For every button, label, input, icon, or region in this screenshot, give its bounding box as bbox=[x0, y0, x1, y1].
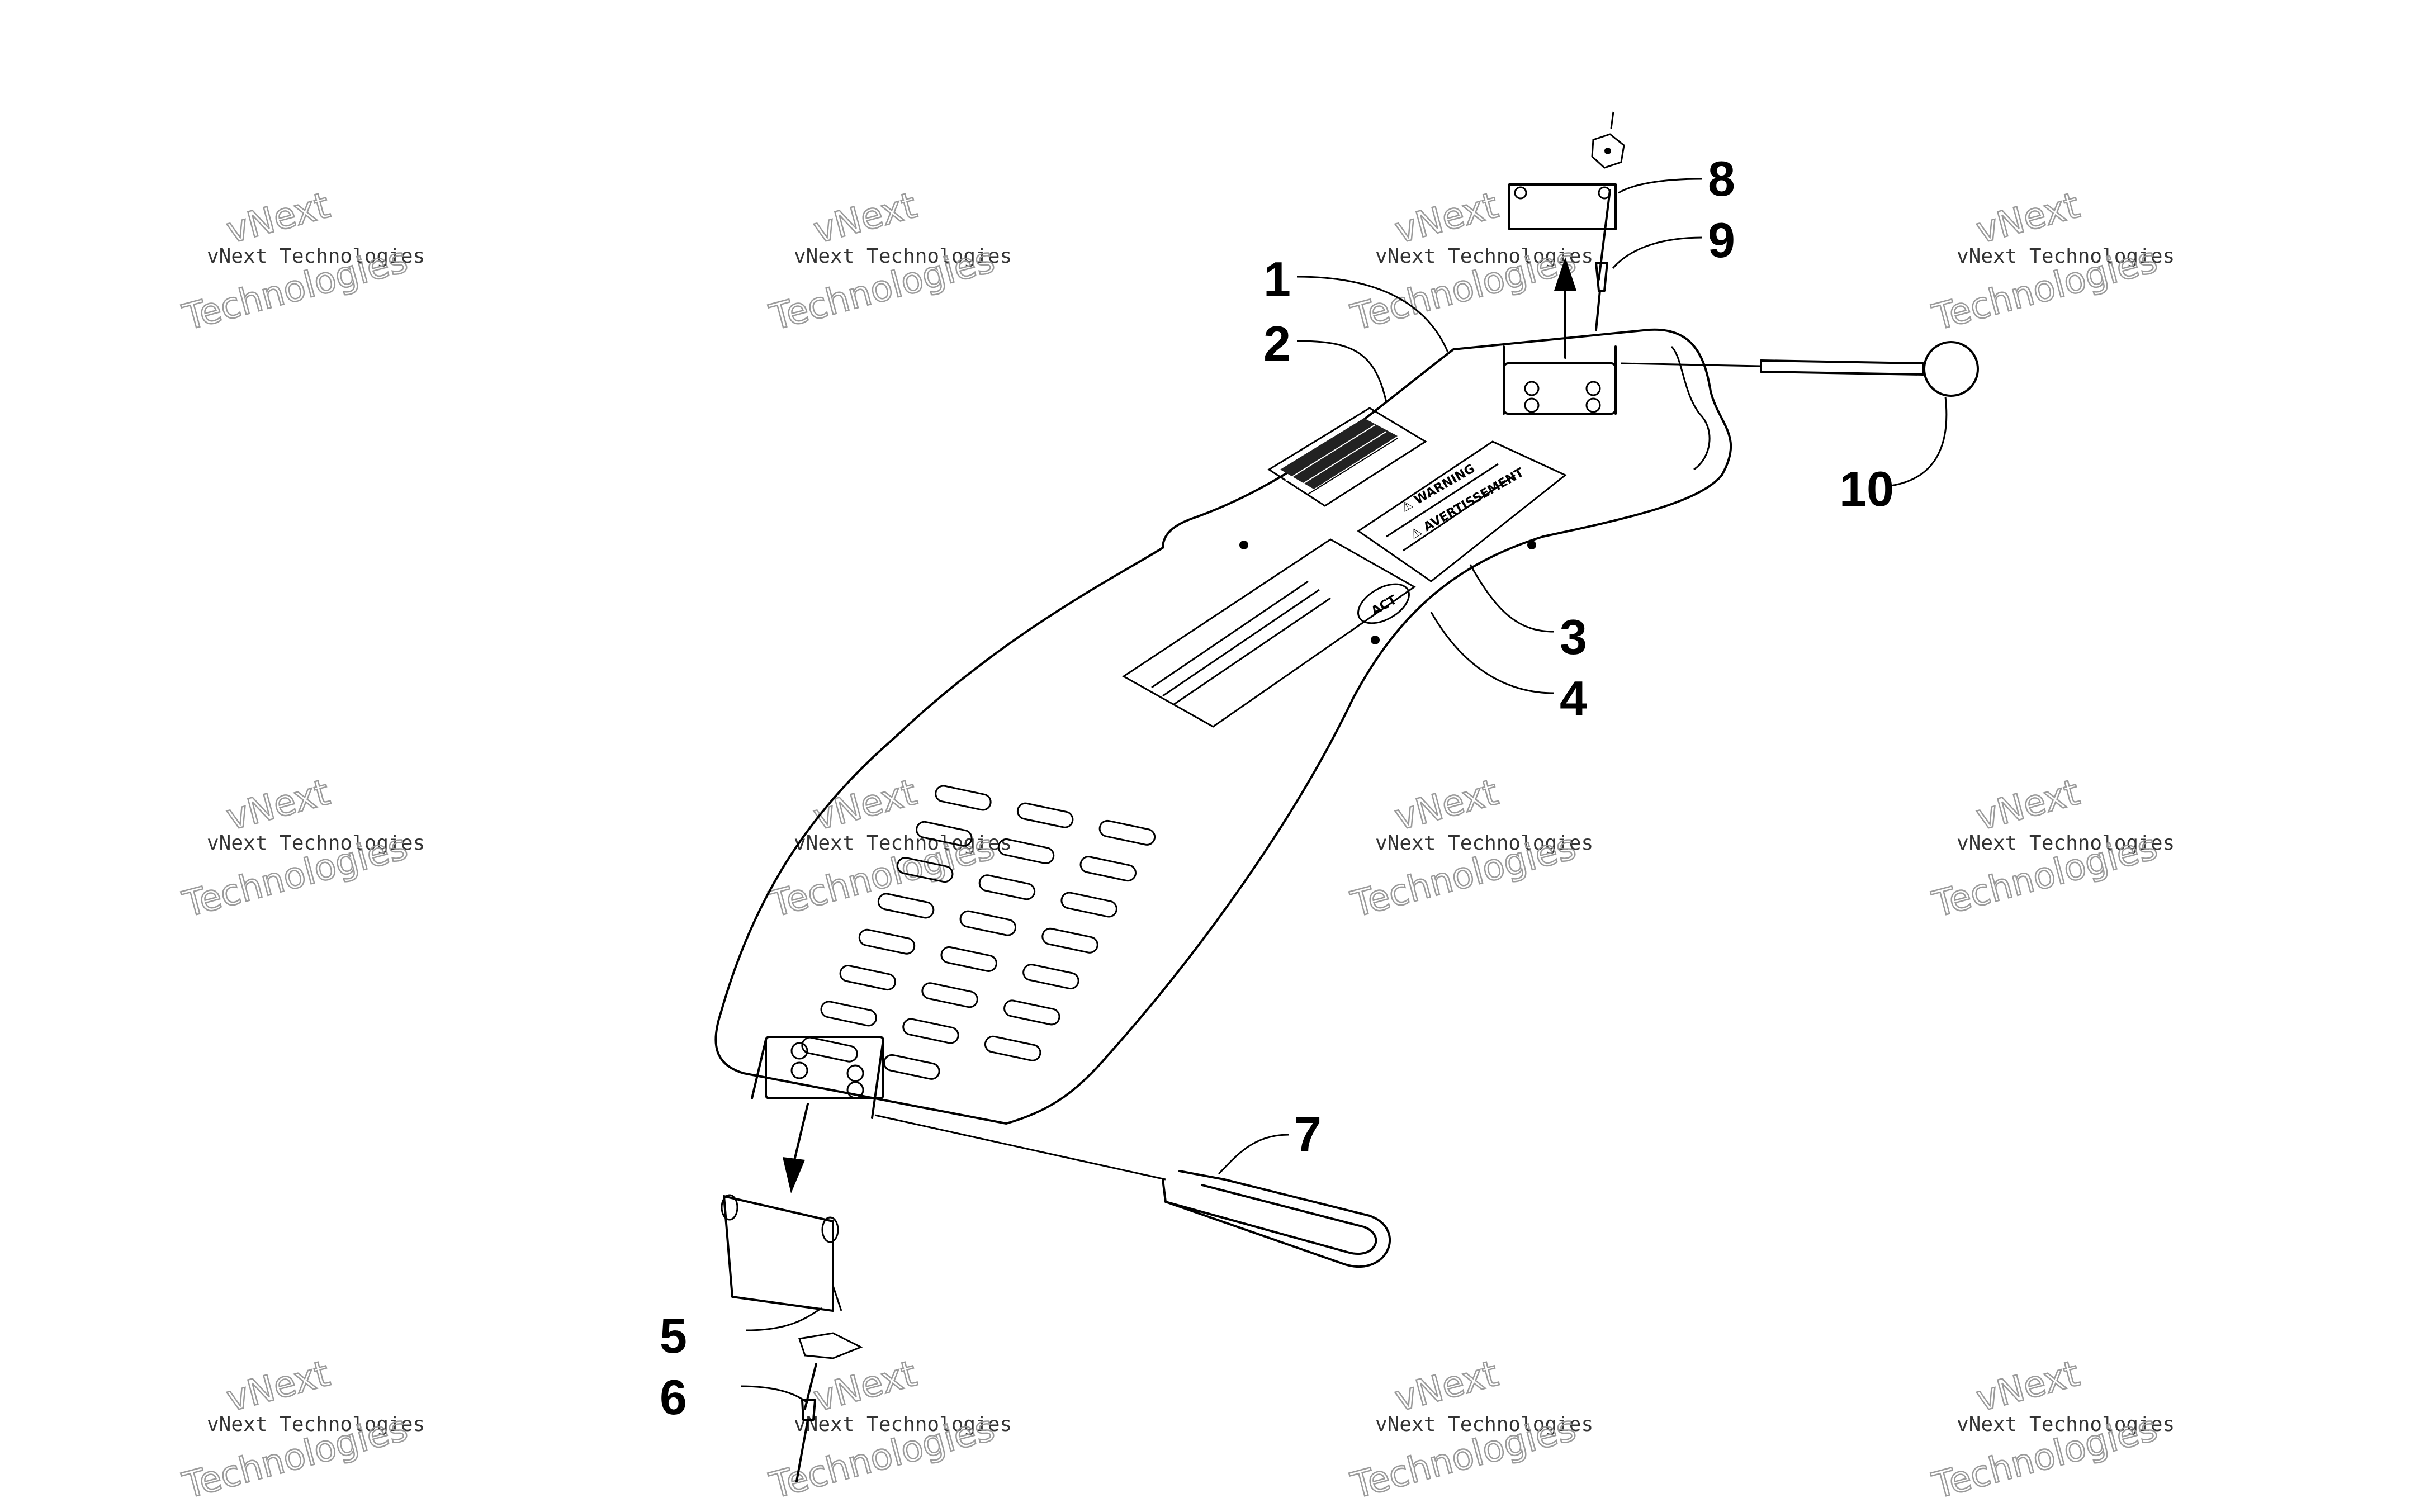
part-10-pin bbox=[1621, 341, 1979, 397]
watermark-tile: vNext vNext Technologies Technologies bbox=[1346, 184, 1593, 339]
svg-text:vNext Technologies: vNext Technologies bbox=[1375, 245, 1593, 268]
svg-text:vNext Technologies: vNext Technologies bbox=[207, 832, 425, 855]
svg-text:vNext: vNext bbox=[1391, 772, 1503, 839]
svg-text:vNext: vNext bbox=[1972, 1353, 2084, 1420]
callout-6: 6 bbox=[660, 1369, 687, 1425]
svg-text:vNext Technologies: vNext Technologies bbox=[1375, 1413, 1593, 1436]
bottom-latch-bracket bbox=[751, 1036, 884, 1119]
panel-body bbox=[714, 328, 1732, 1125]
top-latch-bracket bbox=[1503, 345, 1617, 415]
watermark-tile: vNext vNext Technologies Technologies bbox=[1928, 184, 2175, 339]
part-7-pin bbox=[874, 1114, 1391, 1268]
watermark-tile: vNext vNext Technologies Technologies bbox=[1346, 771, 1593, 926]
svg-text:vNext Technologies: vNext Technologies bbox=[1957, 1413, 2175, 1436]
svg-text:vNext: vNext bbox=[1972, 772, 2084, 839]
part-8-hinge bbox=[1508, 183, 1617, 230]
part-9-rivet bbox=[1595, 189, 1611, 331]
callout-8: 8 bbox=[1708, 151, 1735, 206]
decal-warning: ⚠ WARNING ⚠ AVERTISSEMENT bbox=[1357, 440, 1567, 582]
mount-hole bbox=[1239, 541, 1248, 549]
decal-info: ACT bbox=[1122, 538, 1416, 728]
decal-spec-table bbox=[1267, 407, 1427, 507]
callout-labels: 1 2 3 4 5 6 7 8 9 10 bbox=[660, 151, 1894, 1425]
part-5-hinge bbox=[721, 1194, 842, 1312]
callout-7: 7 bbox=[1294, 1107, 1322, 1162]
leader-lines bbox=[740, 178, 1948, 1404]
watermark-tile: vNext vNext Technologies Technologies bbox=[765, 1352, 1012, 1508]
svg-text:vNext Technologies: vNext Technologies bbox=[794, 832, 1012, 855]
svg-text:vNext Technologies: vNext Technologies bbox=[794, 245, 1012, 268]
watermark-tile: vNext vNext Technologies Technologies bbox=[1928, 1352, 2175, 1508]
part-6-rivet bbox=[795, 1363, 817, 1482]
svg-text:vNext Technologies: vNext Technologies bbox=[207, 245, 425, 268]
mount-hole bbox=[1371, 636, 1380, 644]
svg-text:vNext Technologies: vNext Technologies bbox=[1957, 832, 2175, 855]
svg-text:vNext: vNext bbox=[222, 772, 334, 839]
svg-text:vNext: vNext bbox=[1391, 185, 1503, 252]
watermark-tile: vNext vNext Technologies Technologies bbox=[1928, 771, 2175, 926]
svg-text:vNext: vNext bbox=[809, 185, 921, 252]
watermark-tile: vNext vNext Technologies Technologies bbox=[765, 771, 1012, 926]
part-5-washer bbox=[798, 1332, 863, 1359]
callout-10: 10 bbox=[1839, 461, 1894, 516]
svg-text:vNext Technologies: vNext Technologies bbox=[1957, 245, 2175, 268]
svg-text:vNext: vNext bbox=[222, 185, 334, 252]
svg-text:vNext: vNext bbox=[809, 772, 921, 839]
part-8-washer bbox=[1591, 111, 1625, 169]
svg-text:vNext: vNext bbox=[1972, 185, 2084, 252]
svg-text:vNext: vNext bbox=[222, 1353, 334, 1420]
watermark-tile: vNext vNext Technologies Technologies bbox=[1346, 1352, 1593, 1508]
svg-text:vNext Technologies: vNext Technologies bbox=[1375, 832, 1593, 855]
watermark-tile: vNext vNext Technologies Technologies bbox=[178, 1352, 425, 1508]
callout-3: 3 bbox=[1560, 609, 1587, 665]
mount-hole bbox=[1527, 541, 1536, 549]
vent-slots bbox=[801, 785, 1156, 1080]
callout-5: 5 bbox=[660, 1308, 687, 1363]
svg-text:vNext: vNext bbox=[809, 1353, 921, 1420]
callout-2: 2 bbox=[1263, 316, 1291, 371]
svg-text:vNext: vNext bbox=[1391, 1353, 1503, 1420]
svg-text:vNext Technologies: vNext Technologies bbox=[207, 1413, 425, 1436]
watermark-tile: vNext vNext Technologies Technologies bbox=[765, 184, 1012, 339]
callout-4: 4 bbox=[1560, 671, 1587, 726]
watermark-tile: vNext vNext Technologies Technologies bbox=[178, 771, 425, 926]
callout-1: 1 bbox=[1263, 252, 1291, 307]
svg-text:vNext Technologies: vNext Technologies bbox=[794, 1413, 1012, 1436]
watermark-tile: vNext vNext Technologies Technologies bbox=[178, 184, 425, 339]
arrow-down bbox=[783, 1103, 809, 1193]
watermark-grid: vNext vNext Technologies Technologies vN… bbox=[178, 184, 2175, 1508]
arrow-up bbox=[1554, 257, 1576, 359]
callout-9: 9 bbox=[1708, 212, 1735, 268]
